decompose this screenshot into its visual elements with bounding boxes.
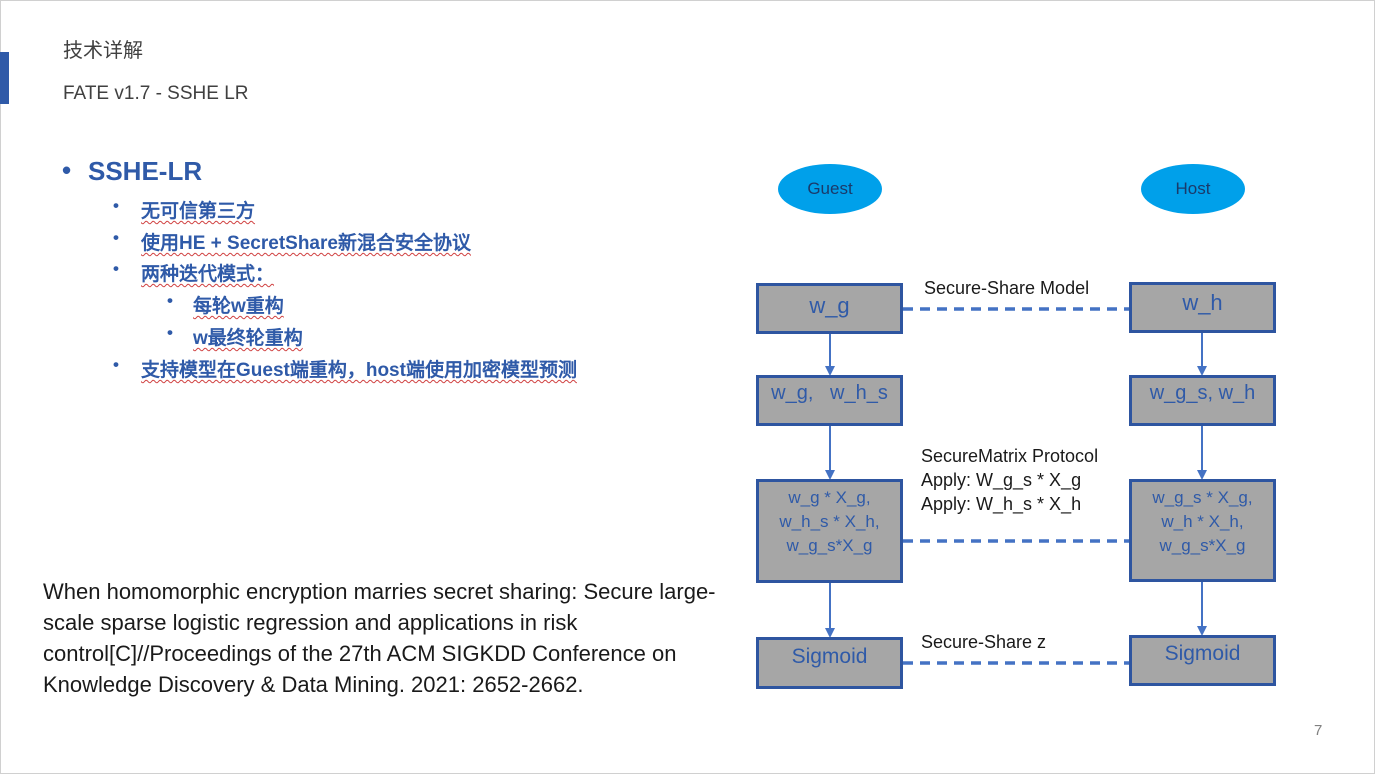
product-line: w_g_s * X_g,	[1152, 488, 1253, 507]
protocol-line: Apply: W_g_s * X_g	[921, 470, 1082, 490]
bullet-text: w最终轮重构	[193, 328, 303, 349]
product-line: w_g_s*X_g	[1159, 536, 1246, 555]
guest-sigmoid-box: Sigmoid	[756, 637, 903, 689]
secure-share-model-label: Secure-Share Model	[924, 278, 1090, 298]
product-line: w_h_s * X_h,	[779, 512, 880, 531]
section-title: 技术详解	[63, 40, 143, 62]
host-node: Host	[1141, 164, 1245, 214]
guest-node: Guest	[778, 164, 882, 214]
product-line: w_g_s*X_g	[786, 536, 873, 555]
guest-shares-box: w_g, w_h_s	[756, 375, 903, 426]
host-model-box: w_h	[1129, 282, 1276, 333]
bullet-dot-icon: •	[113, 259, 119, 278]
citation-text: When homomorphic encryption marries secr…	[43, 579, 716, 697]
header-accent-bar	[0, 52, 9, 104]
protocol-line: Apply: W_h_s * X_h	[921, 494, 1082, 514]
bullet-dot-icon: •	[113, 196, 119, 215]
protocol-line: SecureMatrix Protocol	[921, 446, 1099, 466]
bullet-text: 使用HE + SecretShare新混合安全协议	[141, 233, 471, 254]
bullet-item: • 支持模型在Guest端重构，host端使用加密模型预测	[113, 355, 577, 382]
secure-share-z-label: Secure-Share z	[921, 632, 1047, 652]
bullet-subitem: • w最终轮重构	[167, 323, 303, 350]
bullet-dot-icon: •	[62, 155, 72, 185]
host-shares-box: w_g_s, w_h	[1129, 375, 1276, 426]
bullet-item: • 两种迭代模式：	[113, 259, 275, 286]
host-products-box: w_g_s * X_g, w_h * X_h, w_g_s*X_g	[1129, 479, 1276, 582]
guest-products-box: w_g * X_g, w_h_s * X_h, w_g_s*X_g	[756, 479, 903, 583]
product-line: w_g * X_g,	[788, 488, 871, 507]
bullet-dot-icon: •	[167, 291, 173, 310]
page-number: 7	[1314, 722, 1323, 739]
host-sigmoid-box: Sigmoid	[1129, 635, 1276, 686]
bullet-main: • SSHE-LR	[62, 155, 203, 187]
bullet-text: 无可信第三方	[141, 201, 256, 222]
bullet-title: SSHE-LR	[88, 156, 203, 186]
bullet-dot-icon: •	[113, 355, 119, 374]
bullet-text: 支持模型在Guest端重构，host端使用加密模型预测	[141, 360, 577, 381]
secure-matrix-protocol-label: SecureMatrix Protocol Apply: W_g_s * X_g…	[921, 444, 1098, 516]
bullet-subitem: • 每轮w重构	[167, 291, 284, 318]
bullet-text: 每轮w重构	[193, 296, 284, 317]
bullet-item: • 无可信第三方	[113, 196, 256, 223]
bullet-dot-icon: •	[167, 323, 173, 342]
bullet-dot-icon: •	[113, 228, 119, 247]
slide-subtitle: FATE v1.7 - SSHE LR	[63, 83, 249, 104]
bullet-item: • 使用HE + SecretShare新混合安全协议	[113, 228, 471, 255]
guest-model-box: w_g	[756, 283, 903, 334]
bullet-text: 两种迭代模式：	[141, 264, 275, 285]
product-line: w_h * X_h,	[1161, 512, 1244, 531]
